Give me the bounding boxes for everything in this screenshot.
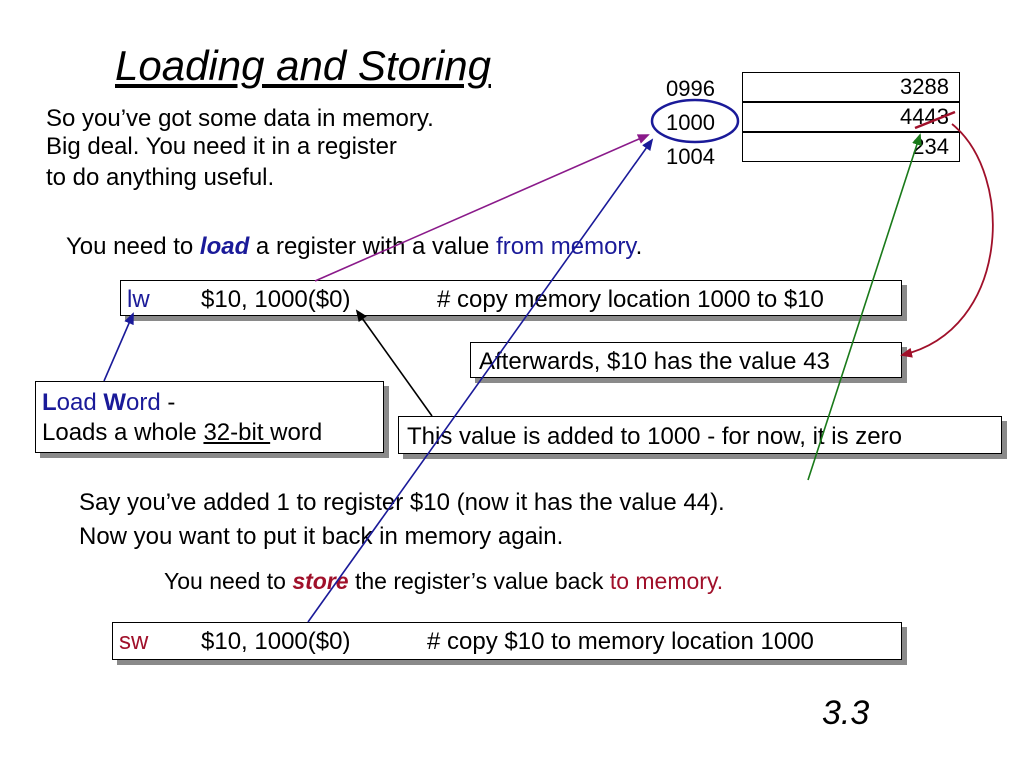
intro-line-1: So you’ve got some data in memory. <box>46 105 434 132</box>
memory-value: 3288 <box>900 74 949 99</box>
store-intro-line-1: Say you’ve added 1 to register $10 (now … <box>79 489 725 516</box>
memory-cell-1000: 4443 <box>742 102 960 132</box>
keyword-store: store <box>292 568 349 594</box>
intro-line-2: Big deal. You need it in a register <box>46 133 397 160</box>
text-part: You need to <box>164 568 293 594</box>
memory-cell-0996: 3288 <box>742 72 960 102</box>
load-sentence: You need to load a register with a value… <box>66 232 642 261</box>
memory-value: 234 <box>912 134 949 159</box>
memory-cell-1004: 234 <box>742 132 960 162</box>
lw-instruction-box: lw $10, 1000($0) # copy memory location 10… <box>120 280 902 316</box>
sw-operands: $10, 1000($0) <box>201 628 351 655</box>
offset-note-box: This value is added to 1000 - for now, i… <box>398 416 1002 454</box>
memory-value-old: 43 <box>924 104 949 129</box>
memory-address-1000: 1000 <box>666 110 715 135</box>
sw-instruction-box: sw $10, 1000($0) # copy $10 to memory loca… <box>112 622 902 660</box>
load-letters-ord: ord <box>126 389 161 416</box>
lw-opcode: lw <box>127 286 150 313</box>
lw-operands: $10, 1000($0) <box>201 286 351 313</box>
sw-comment: # copy $10 to memory location 1000 <box>427 628 814 655</box>
slide-number: 3.3 <box>822 694 870 732</box>
load-letter-w: W <box>103 389 127 416</box>
memory-value-new: 44 <box>900 104 925 129</box>
text-part: word <box>270 419 323 446</box>
memory-address-0996: 0996 <box>666 76 715 101</box>
text-part: a register with a value <box>249 233 497 260</box>
load-word-line-1: Load Word - <box>42 388 383 418</box>
text-part: Loads a whole <box>42 419 204 446</box>
store-sentence: You need to store the register’s value b… <box>164 567 723 596</box>
load-letter-l: L <box>42 389 57 416</box>
arrow-loadword-to-lw <box>103 312 134 382</box>
underline-32-bit: 32-bit <box>203 419 271 446</box>
intro-line-3: to do anything useful. <box>46 164 275 191</box>
store-intro-line-2: Now you want to put it back in memory ag… <box>79 523 564 550</box>
lw-comment: # copy memory location 1000 to $10 <box>437 286 824 313</box>
afterwards-box: Afterwards, $10 has the value 43 <box>470 342 902 378</box>
keyword-load: load <box>199 233 250 260</box>
memory-address-1004: 1004 <box>666 144 715 169</box>
load-word-line-2: Loads a whole 32-bit word <box>42 418 383 448</box>
text-part: . <box>635 233 643 260</box>
highlight-to-memory: to memory. <box>609 568 724 594</box>
afterwards-text: Afterwards, $10 has the value 43 <box>479 348 830 375</box>
highlight-from-memory: from memory <box>496 233 636 260</box>
offset-note-text: This value is added to 1000 - for now, i… <box>407 423 902 450</box>
slide-title: Loading and Storing <box>115 42 491 89</box>
load-dash: - <box>160 389 176 416</box>
load-letters-oad: oad <box>56 389 104 416</box>
text-part: the register’s value back <box>348 568 610 594</box>
load-word-box: Load Word - Loads a whole 32-bit word <box>35 381 384 453</box>
text-part: You need to <box>66 233 200 260</box>
sw-opcode: sw <box>119 628 149 655</box>
